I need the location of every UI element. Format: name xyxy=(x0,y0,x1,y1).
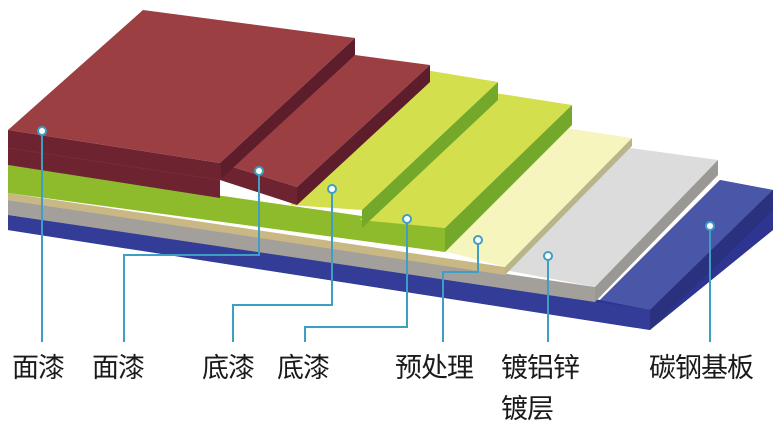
label-pretreatment: 预处理 xyxy=(395,353,474,384)
primer-layer-1 xyxy=(290,70,498,228)
label-primer-1: 底漆 xyxy=(202,353,255,384)
primer-layer-2 xyxy=(8,93,572,252)
leader-lines xyxy=(41,131,711,342)
label-topcoat-1: 面漆 xyxy=(12,353,65,384)
substrate-layer xyxy=(8,180,773,330)
label-primer-2: 底漆 xyxy=(277,353,330,384)
label-topcoat-2: 面漆 xyxy=(92,353,145,384)
pretreatment-layer xyxy=(8,128,632,275)
topcoat-layer-1 xyxy=(7,10,355,198)
aluminum-zinc-coating-layer xyxy=(8,148,718,302)
leader-markers xyxy=(37,126,715,261)
label-coating-line2: 镀层 xyxy=(501,394,554,425)
label-substrate: 碳钢基板 xyxy=(649,353,754,384)
label-coating-line1: 镀铝锌 xyxy=(501,353,580,384)
